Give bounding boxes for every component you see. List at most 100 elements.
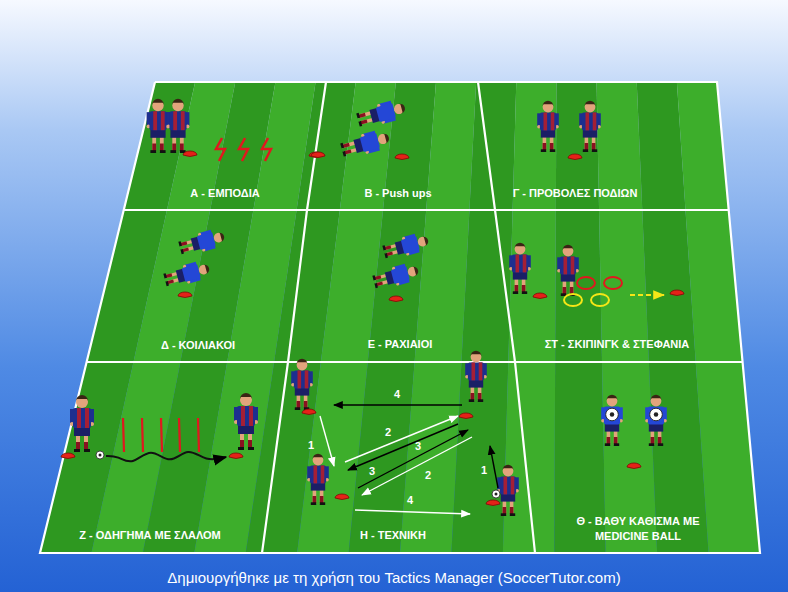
cone	[568, 154, 582, 160]
ball-patch	[99, 454, 102, 457]
hurdle	[239, 138, 248, 161]
callout-number: 2	[385, 426, 391, 438]
ball-patch	[495, 493, 498, 496]
row-divider	[124, 209, 729, 211]
drill-station: Ζ - ΟΔΗΓΗΜΑ ΜΕ ΣΛΑΛΟΜ	[60, 364, 240, 551]
drill-station: Β - Push ups	[313, 84, 483, 208]
player	[147, 99, 170, 153]
player	[291, 359, 313, 410]
column-divider	[262, 82, 326, 553]
agility-ring	[604, 277, 622, 289]
station-label: Η - ΤΕΧΝΙΚΗ	[360, 528, 426, 542]
player	[167, 99, 190, 153]
callout-number: 4	[407, 494, 413, 506]
player	[70, 395, 94, 452]
station-label: ΣΤ - ΣΚΙΠΙΝΓΚ & ΣΤΕΦΑΝΙΑ	[545, 337, 690, 351]
cone	[389, 296, 403, 302]
cone	[486, 500, 500, 506]
callout-number: 1	[481, 464, 487, 476]
grass-band	[503, 82, 557, 553]
agility-ring	[591, 294, 609, 306]
grass-stripes	[40, 82, 760, 553]
player	[557, 245, 579, 296]
drill-station: ΣΤ - ΣΚΙΠΙΝΓΚ & ΣΤΕΦΑΝΙΑ	[505, 212, 729, 360]
grass-band	[677, 82, 760, 553]
player	[355, 98, 407, 130]
cone	[183, 151, 197, 157]
caption: Δημιουργήθηκε με τη χρήση του Tactics Ma…	[0, 564, 788, 590]
hurdle	[216, 138, 225, 161]
agility-ring	[564, 294, 582, 306]
player	[601, 395, 623, 446]
drill-station: Ε - ΡΑΧΙΑΙΟΙ	[310, 212, 490, 360]
cone	[459, 413, 473, 419]
hurdle	[262, 138, 271, 161]
cone	[302, 409, 316, 415]
cone	[335, 494, 349, 500]
player	[645, 395, 667, 446]
player	[339, 128, 391, 160]
drill-station: Γ - ΠΡΟΒΟΛΕΣ ΠΟΔΙΩΝ	[470, 84, 680, 208]
station-label: Α - ΕΜΠΟΔΙΑ	[190, 186, 259, 200]
cone	[178, 292, 192, 298]
player	[537, 101, 559, 152]
cone	[533, 293, 547, 299]
pass-arrow	[348, 424, 458, 470]
slalom-pole	[142, 418, 143, 452]
player	[509, 243, 531, 294]
pass-arrow	[345, 416, 458, 462]
drill-station: Α - ΕΜΠΟΔΙΑ	[130, 84, 320, 208]
drill-station: Δ - ΚΟΙΛΙΑΚΟΙ	[113, 212, 283, 360]
slalom-pole	[179, 418, 180, 452]
pass-arrow	[362, 437, 472, 495]
field-lines	[40, 82, 760, 553]
cone	[229, 453, 243, 459]
callout-number: 3	[415, 440, 421, 452]
player	[465, 351, 487, 402]
station-label: Β - Push ups	[364, 186, 431, 200]
ball	[96, 451, 104, 459]
callout-number: 1	[308, 439, 314, 451]
player	[234, 393, 258, 450]
cone	[627, 463, 641, 469]
cone	[670, 290, 684, 296]
cone	[61, 453, 75, 459]
player	[178, 227, 227, 257]
drill-station: Θ - ΒΑΘΥ ΚΑΘΙΣΜΑ ΜΕ MEDICINE BALL	[540, 364, 736, 551]
player	[382, 231, 431, 261]
player	[497, 465, 519, 516]
pass-arrow	[320, 416, 334, 466]
station-label: Δ - ΚΟΙΛΙΑΚΟΙ	[161, 338, 235, 352]
row-divider	[87, 361, 743, 363]
slalom-pole	[161, 418, 162, 452]
station-label: Γ - ΠΡΟΒΟΛΕΣ ΠΟΔΙΩΝ	[513, 186, 638, 200]
field-outline	[40, 82, 760, 553]
station-label: Ζ - ΟΔΗΓΗΜΑ ΜΕ ΣΛΑΛΟΜ	[79, 528, 221, 542]
pass-arrow	[355, 510, 470, 514]
player	[163, 259, 212, 289]
player	[307, 454, 329, 505]
agility-ring	[577, 277, 595, 289]
pass-arrow	[490, 446, 498, 488]
drill-figures	[61, 98, 684, 516]
station-label: Ε - ΡΑΧΙΑΙΟΙ	[368, 337, 433, 351]
dribble-path	[106, 452, 226, 462]
cone	[395, 154, 409, 160]
pass-arrow	[630, 294, 664, 296]
callout-number: 4	[394, 388, 400, 400]
column-divider	[478, 82, 535, 553]
station-label: Θ - ΒΑΘΥ ΚΑΘΙΣΜΑ ΜΕ MEDICINE BALL	[573, 514, 703, 543]
player	[372, 261, 421, 291]
pass-arrow	[334, 404, 462, 405]
ball	[492, 490, 500, 498]
slalom-pole	[123, 418, 124, 452]
cone	[311, 152, 325, 158]
grass-band	[451, 82, 516, 553]
callout-number: 3	[369, 465, 375, 477]
slalom-pole	[198, 418, 199, 452]
player	[579, 101, 601, 152]
drill-station: Η - ΤΕΧΝΙΚΗ	[293, 364, 493, 551]
